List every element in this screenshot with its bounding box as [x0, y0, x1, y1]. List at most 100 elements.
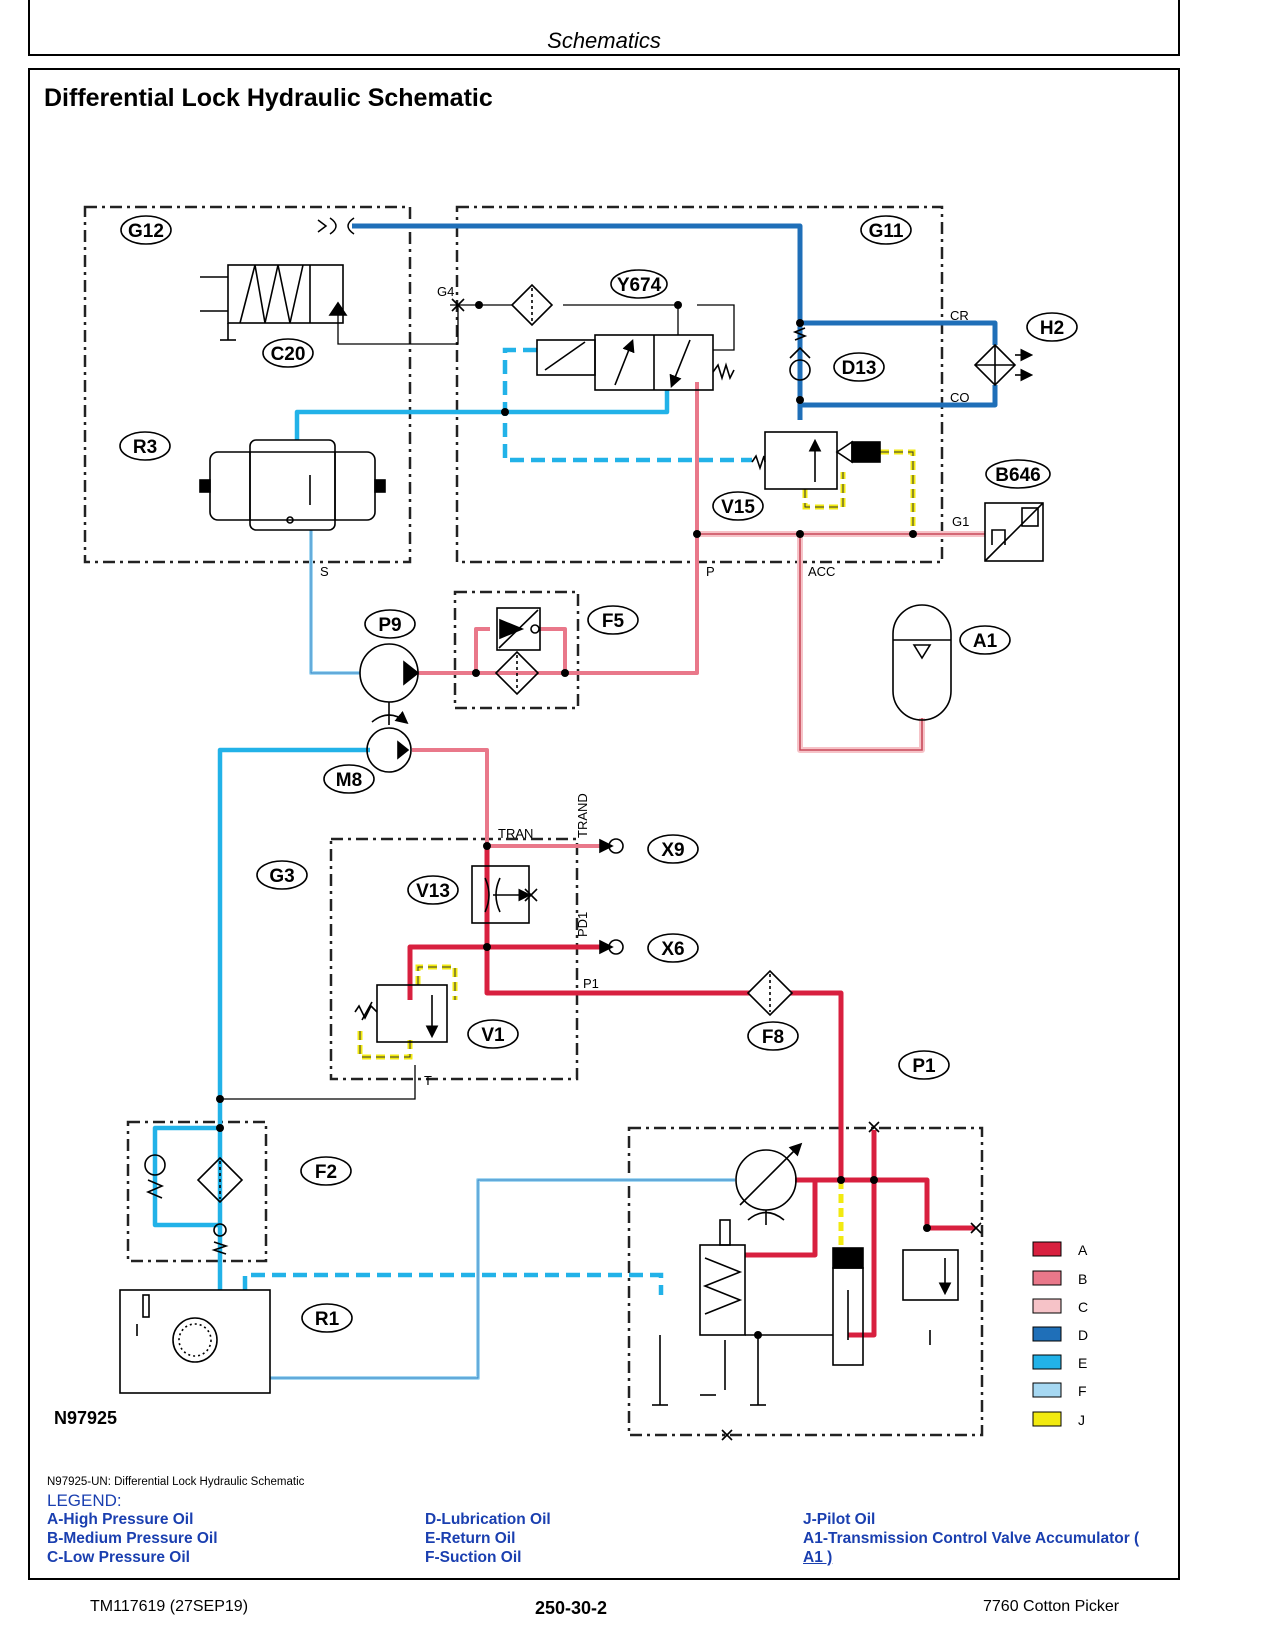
footer-page-number: 250-30-2 [535, 1598, 608, 1618]
footer-product: 7760 Cotton Picker [983, 1598, 1120, 1615]
key-a: A [1078, 1242, 1088, 1258]
line-pilot-v15 [880, 449, 916, 534]
swatch-d [1032, 1326, 1062, 1342]
enclosure-p1 [627, 1126, 984, 1437]
port-g1: G1 [952, 514, 969, 529]
label-g3 [256, 860, 308, 890]
swatch-a [1032, 1241, 1062, 1257]
text-r1: R1 [315, 1309, 340, 1330]
orifice-lube [317, 217, 355, 235]
key-e: E [1078, 1355, 1087, 1371]
label-f2 [300, 1156, 352, 1186]
enclosure-g3 [329, 837, 579, 1081]
legend-f: F-Suction Oil [425, 1549, 522, 1566]
label-x9 [647, 834, 699, 864]
line-high-pump [745, 1177, 818, 1258]
section-title: Schematics [547, 28, 661, 53]
label-r1 [301, 1303, 353, 1333]
legend-a1-link[interactable]: A1 ) [803, 1549, 833, 1566]
key-b: B [1078, 1271, 1087, 1287]
text-x9: X9 [661, 840, 684, 861]
line-med-p9-f5 [418, 627, 490, 675]
label-r3 [119, 431, 171, 461]
text-g11: G11 [869, 221, 904, 242]
legend-d: D-Lubrication Oil [425, 1511, 551, 1528]
label-p9 [364, 609, 416, 639]
footer-doc-id: TM117619 (27SEP19) [90, 1598, 249, 1615]
label-f5 [587, 605, 639, 635]
coupler-x9 [599, 838, 624, 854]
cylinder-c20 [200, 264, 348, 341]
label-b646 [985, 459, 1051, 489]
text-y674: Y674 [617, 275, 662, 296]
line-y674-feed [563, 304, 679, 335]
enclosure-g11 [455, 205, 944, 564]
pump-p9 [359, 643, 420, 703]
port-acc: ACC [808, 564, 835, 579]
port-t: T [424, 1073, 432, 1088]
label-h2 [1026, 312, 1078, 342]
drive-shaft [371, 702, 409, 725]
text-f5: F5 [602, 611, 625, 632]
label-a1 [959, 625, 1011, 655]
line-med-m8 [412, 748, 489, 846]
line-return-y674-pilot [502, 347, 752, 463]
line-return-m8 [217, 747, 370, 1290]
filter-f2 [144, 1154, 244, 1255]
enclosure-f2 [126, 1120, 268, 1263]
label-y674 [610, 269, 668, 299]
motor-m8 [366, 727, 412, 773]
text-h2: H2 [1040, 318, 1064, 339]
legend-column-2: D-Lubrication Oil E-Return Oil F-Suction… [425, 1510, 551, 1567]
text-c20: C20 [271, 344, 306, 365]
legend-column-1: A-High Pressure Oil B-Medium Pressure Oi… [47, 1510, 218, 1567]
label-f8 [747, 1021, 799, 1051]
port-trand: TRAND [575, 793, 590, 838]
legend-a1: A1-Transmission Control Valve Accumulato… [803, 1530, 1140, 1547]
line-return-case [242, 1272, 664, 1295]
line-c20-g4 [337, 305, 459, 345]
label-v1 [467, 1019, 519, 1049]
swatch-j [1032, 1411, 1062, 1427]
cooler-h2 [973, 343, 1034, 387]
swatch-c [1032, 1298, 1062, 1314]
text-d13: D13 [842, 358, 877, 379]
text-v15: V15 [721, 497, 755, 518]
line-return-r3 [294, 390, 670, 440]
pressure-switch-b646 [984, 502, 1044, 562]
valve-v15 [751, 431, 881, 490]
port-g4: G4 [437, 284, 454, 299]
label-v13 [407, 875, 459, 905]
accumulator-a1 [892, 604, 952, 721]
line-return-f2 [152, 1125, 220, 1228]
label-d13 [833, 352, 885, 382]
text-v1: V1 [481, 1025, 505, 1046]
reservoir-r3 [199, 439, 386, 531]
diagram-title: Differential Lock Hydraulic Schematic [44, 84, 493, 112]
valve-v13 [471, 865, 538, 924]
text-f8: F8 [762, 1027, 784, 1048]
label-g11 [860, 215, 912, 245]
valve-v1 [354, 984, 448, 1043]
text-m8: M8 [336, 770, 362, 791]
figure-caption: N97925-UN: Differential Lock Hydraulic S… [47, 1476, 305, 1488]
text-r3: R3 [133, 437, 157, 458]
line-suction-r1-p1 [270, 1178, 735, 1380]
port-cr: CR [950, 308, 969, 323]
line-low-acc-core [799, 534, 923, 751]
text-x6: X6 [661, 939, 684, 960]
reservoir-r1 [119, 1289, 271, 1394]
key-d: D [1078, 1327, 1088, 1343]
port-co: CO [950, 390, 970, 405]
enclosure-f5 [453, 590, 580, 710]
line-suction-r3-p9 [309, 530, 360, 675]
port-g4-symbol [451, 298, 465, 312]
line-lube-cr [800, 320, 998, 345]
filter-f5 [494, 607, 541, 696]
pump-p1 [652, 1142, 959, 1406]
label-p1 [898, 1050, 950, 1080]
key-c: C [1078, 1299, 1088, 1315]
line-high-p1-loop [795, 1177, 975, 1231]
legend-e: E-Return Oil [425, 1530, 516, 1547]
port-pd1: PD1 [575, 912, 590, 937]
